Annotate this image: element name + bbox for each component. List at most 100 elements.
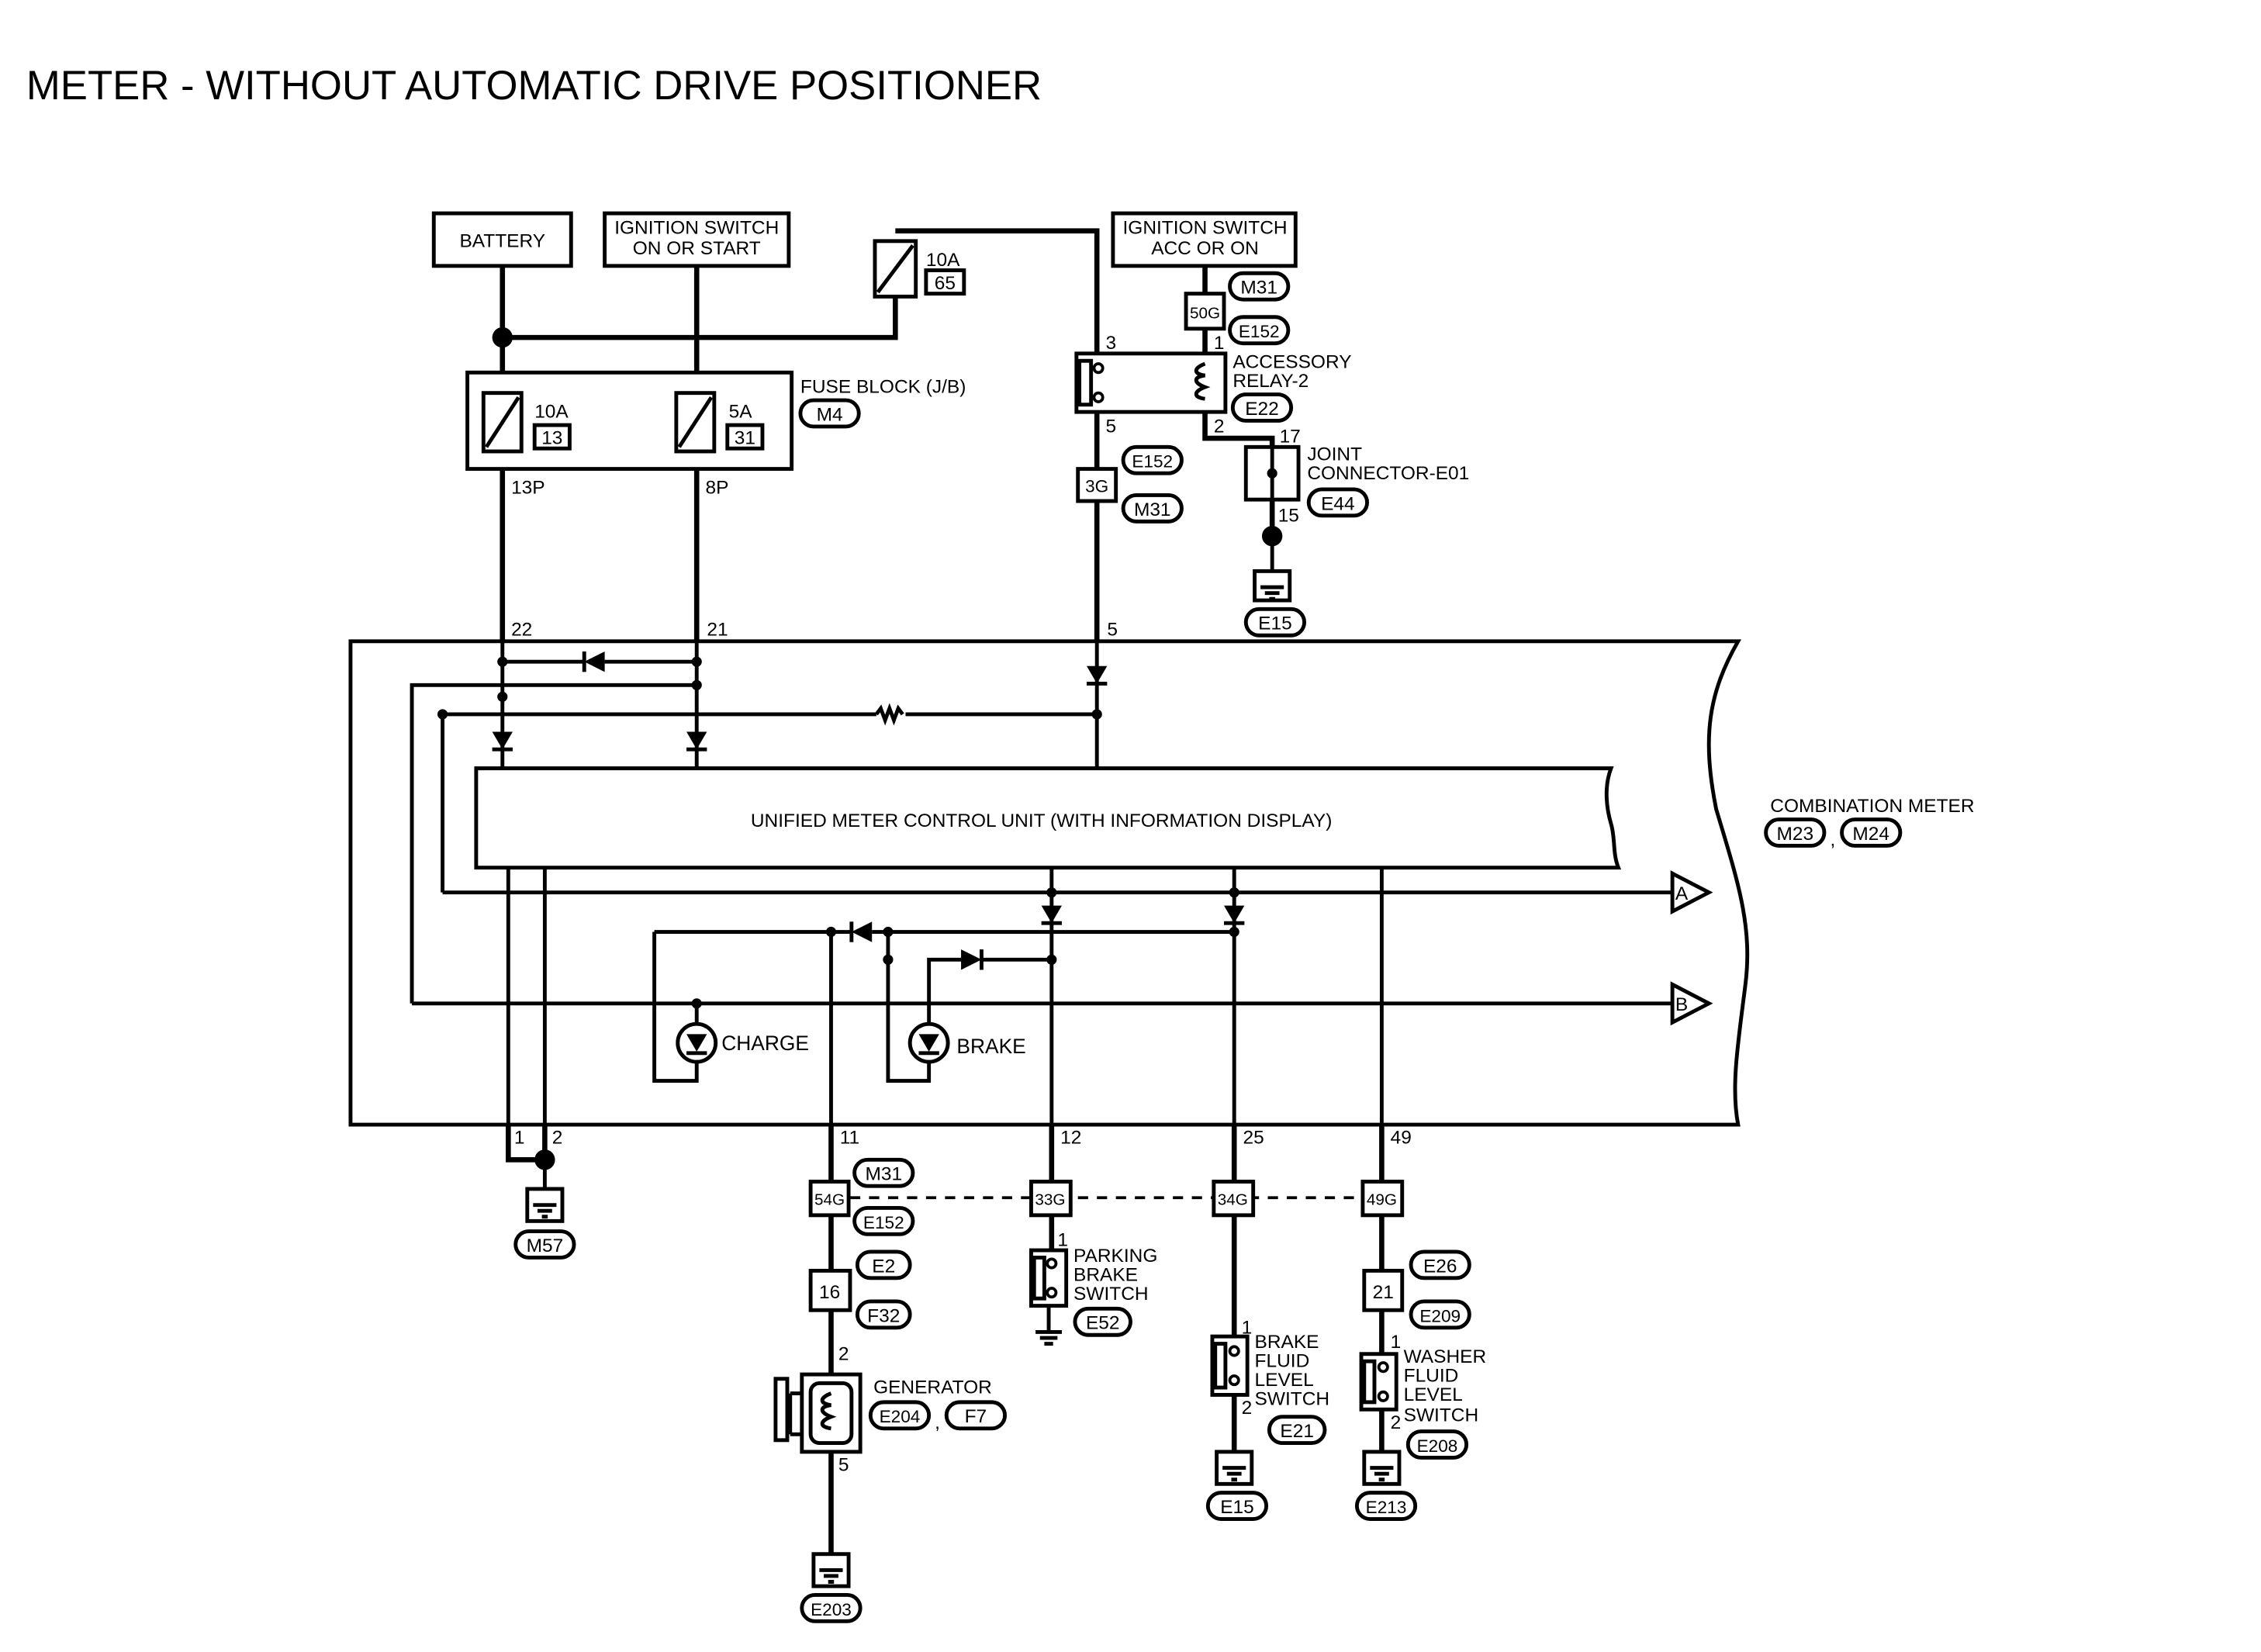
joint-label-1: JOINT <box>1307 444 1362 465</box>
combination-meter-conn2: M24 <box>1852 824 1889 845</box>
connector-34g: 34G <box>1212 1180 1256 1218</box>
ign-on-start-line1: IGNITION SWITCH <box>614 217 779 238</box>
fuse-65-rating: 10A <box>926 250 960 271</box>
fuse-out-13p: 13P <box>511 478 545 499</box>
accessory-relay: 3 1 5 2 ACCESSORY RELAY-2 E22 <box>1074 333 1352 437</box>
combination-meter-sep: , <box>1830 829 1835 850</box>
joint-label-2: CONNECTOR-E01 <box>1307 463 1469 484</box>
brake-fluid-label-3: LEVEL <box>1255 1370 1314 1391</box>
connector-21-bottom: E209 <box>1419 1306 1461 1325</box>
ignition-switch-on-start-box: IGNITION SWITCH ON OR START <box>603 211 791 268</box>
brake-fluid-pin1: 1 <box>1242 1317 1253 1338</box>
connector-50g-label: 50G <box>1190 305 1220 323</box>
joint-connector-id: E44 <box>1321 493 1355 514</box>
parking-brake-pin: 1 <box>1057 1229 1068 1250</box>
relay-connector: E22 <box>1245 399 1279 420</box>
meter-pin-25: 25 <box>1243 1128 1264 1149</box>
battery-box: BATTERY <box>431 211 573 268</box>
connector-21-top: E26 <box>1423 1256 1457 1277</box>
fuse-13-number: 13 <box>541 428 562 449</box>
meter-pin-11: 11 <box>840 1128 859 1149</box>
brake-fluid-label-2: FLUID <box>1255 1351 1310 1372</box>
connector-50g-top: M31 <box>1240 278 1277 299</box>
parking-brake-conn: E52 <box>1086 1313 1120 1334</box>
meter-pin-2: 2 <box>552 1128 563 1149</box>
combination-meter-outline <box>348 639 1750 1127</box>
connector-54g-bottom: E152 <box>863 1213 904 1232</box>
connector-16-label: 16 <box>819 1282 840 1303</box>
connector-54g: 54G M31 E152 <box>808 1157 915 1236</box>
connector-54g-top: M31 <box>865 1164 902 1185</box>
page-title: METER - WITHOUT AUTOMATIC DRIVE POSITION… <box>26 63 1042 109</box>
washer-fluid-pin2: 2 <box>1391 1412 1402 1433</box>
connector-21: 21 E26 E209 <box>1362 1249 1471 1330</box>
ign-acc-on-line2: ACC OR ON <box>1151 238 1259 259</box>
fuse-block: 10A 13 5A 31 FUSE BLOCK (J/B) M4 13P 8P <box>465 370 966 499</box>
connector-33g: 33G <box>1029 1180 1073 1218</box>
connector-50g-bottom: E152 <box>1239 322 1280 341</box>
connector-34g-label: 34G <box>1218 1191 1248 1209</box>
generator-conn-sep: , <box>935 1412 940 1433</box>
joint-connector: 17 15 JOINT CONNECTOR-E01 E44 E15 <box>1243 427 1469 638</box>
fuse-block-connector: M4 <box>817 404 843 425</box>
connector-50g: 50G M31 E152 <box>1184 271 1291 346</box>
connector-49g: 49G <box>1360 1180 1405 1218</box>
charge-warning-lamp: CHARGE <box>676 1021 809 1064</box>
generator: 2 5 GENERATOR E204 , F7 E203 <box>773 1343 1008 1623</box>
parking-brake-label-2: BRAKE <box>1073 1265 1138 1286</box>
ground-m57-label: M57 <box>527 1236 564 1256</box>
parking-brake-label-1: PARKING <box>1073 1246 1157 1267</box>
brake-fluid-ground: E15 <box>1220 1497 1254 1518</box>
connector-3g-top: E152 <box>1132 452 1173 472</box>
ign-acc-on-line1: IGNITION SWITCH <box>1123 217 1288 238</box>
washer-fluid-label-1: WASHER <box>1404 1346 1487 1367</box>
fuse-13-rating: 10A <box>534 402 569 423</box>
unified-meter-control-unit: UNIFIED METER CONTROL UNIT (WITH INFORMA… <box>474 766 1622 870</box>
generator-ground: E203 <box>811 1600 852 1619</box>
brake-lamp-label: BRAKE <box>956 1035 1025 1058</box>
washer-fluid-pin1: 1 <box>1391 1332 1402 1353</box>
combination-meter-label: COMBINATION METER <box>1770 796 1974 817</box>
off-page-connector-a: A <box>1670 870 1713 915</box>
fuse-block-label: FUSE BLOCK (J/B) <box>800 377 966 398</box>
washer-fluid-label-3: LEVEL <box>1404 1384 1463 1405</box>
connector-21-label: 21 <box>1373 1282 1394 1303</box>
connector-33g-label: 33G <box>1035 1191 1065 1209</box>
relay-pin-3: 3 <box>1105 333 1116 354</box>
meter-lower-wiring <box>506 867 1384 1125</box>
generator-pin-5: 5 <box>838 1454 849 1475</box>
meter-pin-1: 1 <box>514 1128 525 1149</box>
meter-pin-5: 5 <box>1107 619 1118 640</box>
connector-3g-label: 3G <box>1085 477 1108 496</box>
fuse-65: 10A 65 <box>873 239 966 299</box>
fuse-out-8p: 8P <box>706 478 729 499</box>
meter-internal-wiring <box>410 641 1673 1006</box>
meter-pin-12: 12 <box>1060 1128 1081 1149</box>
meter-pin-22: 22 <box>511 619 532 640</box>
brake-fluid-conn: E21 <box>1280 1421 1314 1442</box>
connector-3g: 3G E152 M31 <box>1076 444 1184 524</box>
relay-label-1: ACCESSORY <box>1232 352 1351 373</box>
bottom-wires <box>828 1125 1385 1554</box>
connector-54g-label: 54G <box>814 1191 845 1209</box>
splice-dot <box>492 327 513 348</box>
generator-label: GENERATOR <box>873 1377 992 1398</box>
fuse-31-rating: 5A <box>729 402 753 423</box>
combination-meter-conn1: M23 <box>1776 824 1813 845</box>
washer-fluid-conn: E208 <box>1417 1436 1458 1456</box>
charge-lamp-label: CHARGE <box>721 1032 809 1055</box>
battery-label: BATTERY <box>459 230 545 251</box>
ecu-label: UNIFIED METER CONTROL UNIT (WITH INFORMA… <box>751 810 1332 831</box>
joint-pin-17: 17 <box>1280 427 1301 448</box>
washer-fluid-ground: E213 <box>1366 1498 1407 1517</box>
connector-16-bottom: F32 <box>867 1305 900 1326</box>
generator-conn2: F7 <box>965 1406 987 1427</box>
connector-16-top: E2 <box>872 1256 895 1277</box>
generator-pin-2: 2 <box>838 1343 849 1364</box>
washer-fluid-level-switch: 1 2 E213 WASHER FLUID LEVEL SWITCH E208 <box>1354 1332 1487 1521</box>
ground-m57-group: M57 <box>506 1125 576 1260</box>
relay-pin-5: 5 <box>1105 416 1116 437</box>
meter-pin-21: 21 <box>707 619 728 640</box>
brake-warning-lamp: BRAKE <box>908 1021 1026 1064</box>
